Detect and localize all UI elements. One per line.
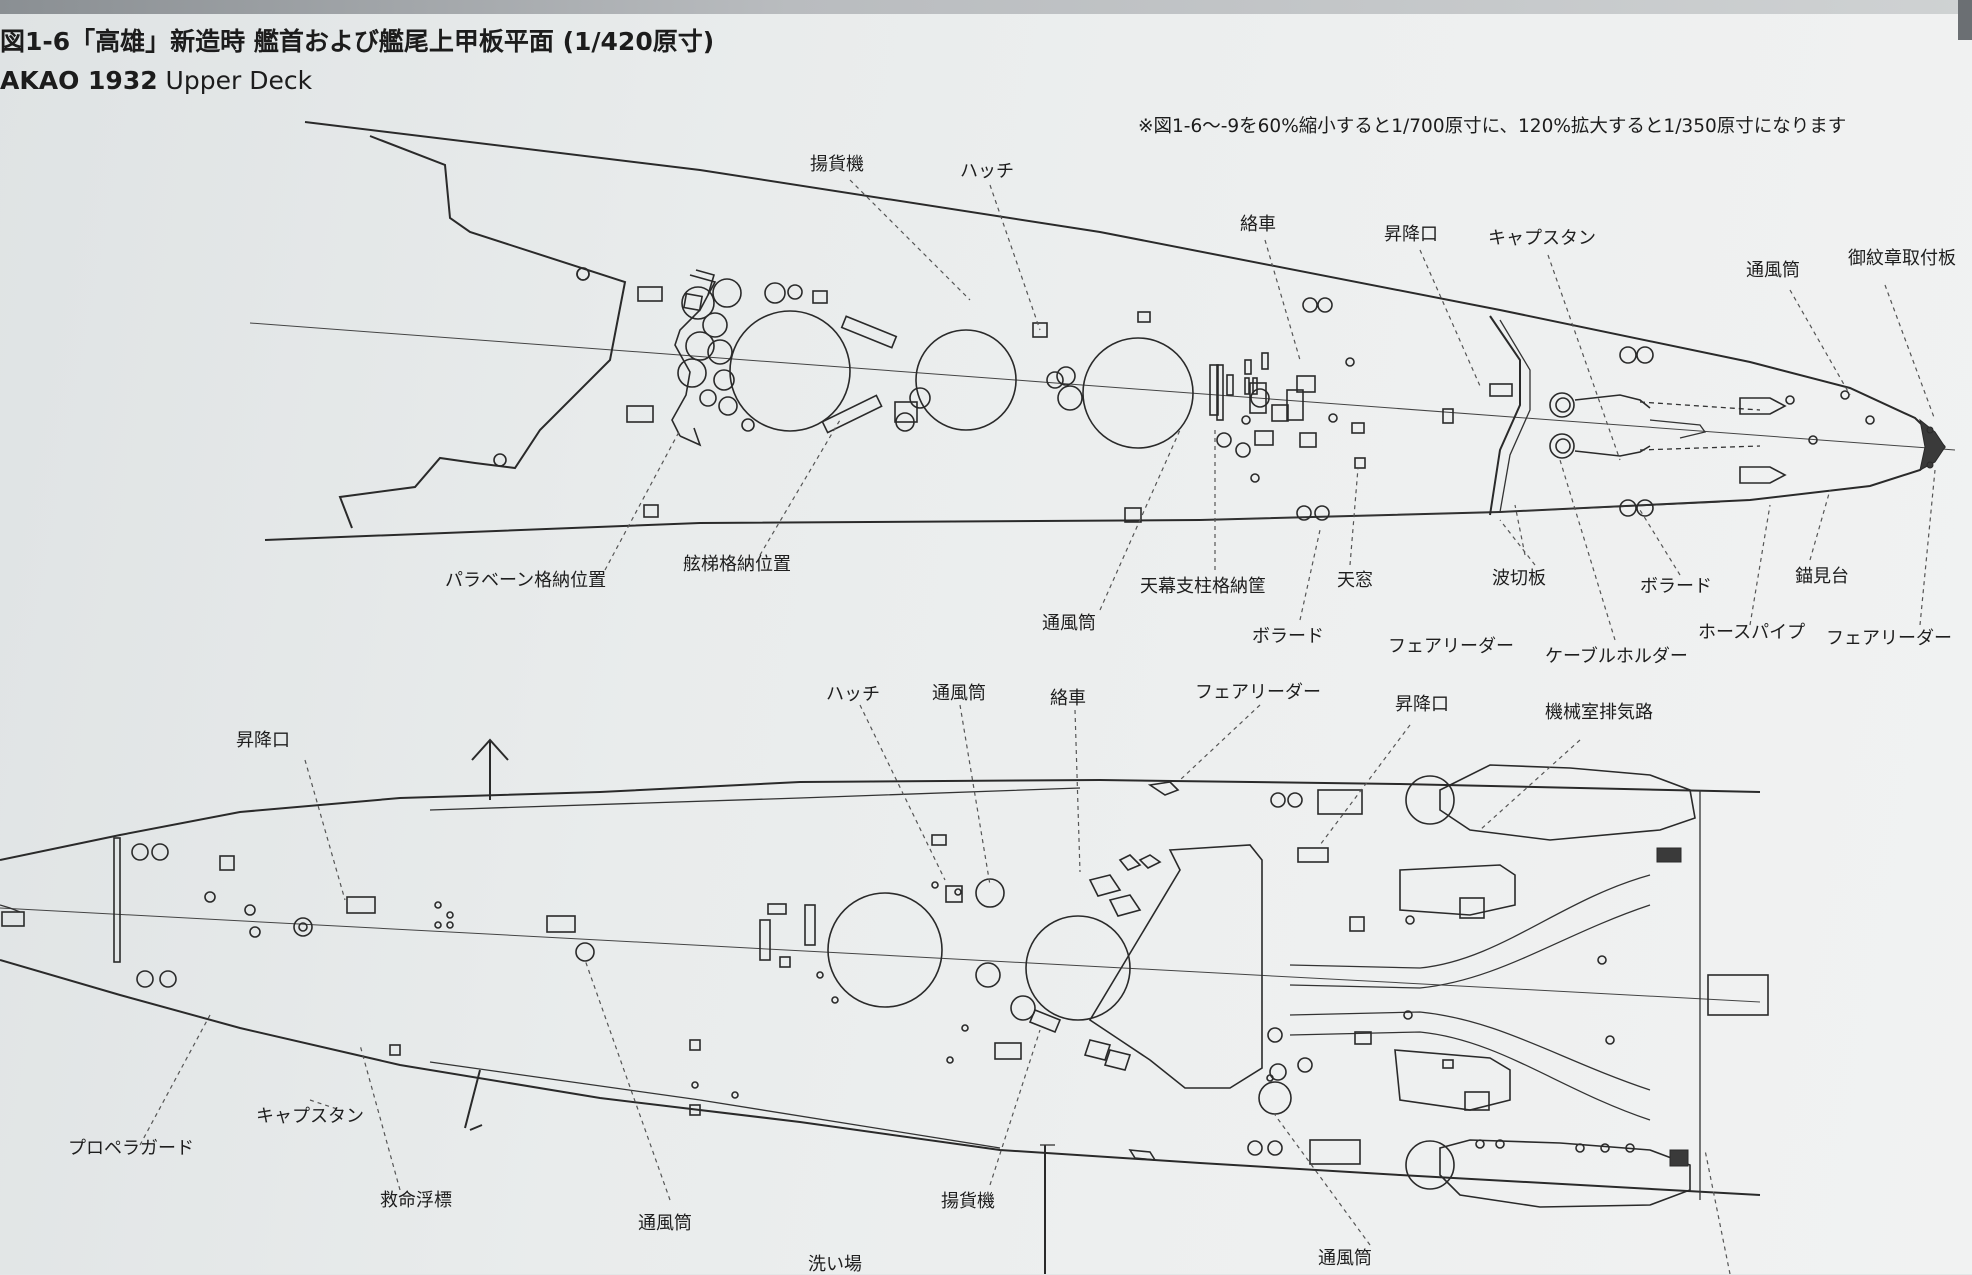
stern-mast-top xyxy=(471,738,509,800)
figure-title-en: AKAO 1932 Upper Deck xyxy=(0,66,312,95)
figure-title-jp: 図1-6「高雄」新造時 艦首および艦尾上甲板平面 (1/420原寸) xyxy=(0,27,715,56)
scale-note: ※図1-6～-9を60%縮小すると1/700原寸に、120%拡大すると1/350… xyxy=(1138,116,1847,137)
stern-engine-exhaust-lower xyxy=(1439,1139,1691,1208)
bow-label-hawse-pipe: ホースパイプ xyxy=(1698,622,1806,643)
bow-label-capstan: キャプスタン xyxy=(1488,228,1596,249)
stern-label-reel: 絡車 xyxy=(1050,688,1086,709)
bow-small-fittings xyxy=(493,267,1875,521)
top-shadow-strip xyxy=(0,0,1972,14)
bow-label-skylight: 天窓 xyxy=(1337,570,1373,591)
page-corner-shadow xyxy=(1958,0,1972,40)
stern-label-wash-place: 洗い場 xyxy=(808,1254,862,1275)
stern-label-windlass: 揚貨機 xyxy=(941,1191,995,1212)
bow-label-fairlead-right: フェアリーダー xyxy=(1826,628,1952,649)
stern-label-companionway-left: 昇降口 xyxy=(236,730,290,751)
bow-deck-plan xyxy=(249,121,1956,641)
stern-rect-fittings xyxy=(219,789,1490,1165)
stern-label-fairlead: フェアリーダー xyxy=(1195,682,1321,703)
stern-mast-bottom xyxy=(464,1069,483,1131)
bow-label-anchor-deck: 錨見台 xyxy=(1795,566,1849,587)
bow-label-ventilator-mid: 通風筒 xyxy=(1042,613,1096,634)
bow-gun-ring-1 xyxy=(729,310,851,432)
bow-gun-ring-2 xyxy=(915,329,1017,431)
bow-paravane-gear xyxy=(671,269,717,447)
stern-label-ventilator-bottom: 通風筒 xyxy=(638,1213,692,1234)
bow-ladder-bars xyxy=(1216,364,1258,421)
bow-label-reel: 絡車 xyxy=(1240,214,1276,235)
bow-label-fairlead-mid: フェアリーダー xyxy=(1388,636,1514,657)
stern-superstructure xyxy=(1088,844,1263,1089)
stern-ladder-stairs xyxy=(1656,847,1689,1167)
stern-label-hatch: ハッチ xyxy=(826,684,880,705)
stern-label-lifebuoy: 救命浮標 xyxy=(380,1190,452,1211)
bow-leader-lines xyxy=(604,179,1936,641)
bow-gun-ring-3 xyxy=(1082,337,1194,449)
bow-rect-fittings xyxy=(626,286,1513,523)
figure-title-en-bold: AKAO 1932 xyxy=(0,66,158,95)
bow-label-bollard-right: ボラード xyxy=(1640,576,1712,597)
bow-hull-lower-edge xyxy=(264,446,1946,541)
bow-label-breakwater: 波切板 xyxy=(1492,568,1546,589)
bow-label-companionway: 昇降口 xyxy=(1384,224,1438,245)
bow-label-bollard-mid: ボラード xyxy=(1252,626,1324,647)
stern-gun-ring-1 xyxy=(827,892,943,1008)
stern-label-engine-exhaust: 機械室排気路 xyxy=(1545,702,1653,723)
bow-breakwater xyxy=(1489,315,1521,516)
stern-gun-ring-2 xyxy=(1025,915,1131,1021)
stern-hull-upper-edge xyxy=(0,778,1761,861)
figure-title-en-rest: Upper Deck xyxy=(157,66,313,95)
stern-leader-lines xyxy=(139,704,1731,1274)
bow-label-crest-plate: 御紋章取付板 xyxy=(1848,248,1956,269)
stern-hull-lower-edge xyxy=(0,959,1761,1196)
bow-label-windlass: 揚貨機 xyxy=(810,154,864,175)
stern-label-ventilator-top: 通風筒 xyxy=(932,683,986,704)
stern-deck-gear xyxy=(1028,854,1162,1071)
stern-label-capstan: キャプスタン xyxy=(256,1106,364,1127)
stern-centerline xyxy=(0,907,1761,1003)
stern-label-ventilator-bottom-right: 通風筒 xyxy=(1318,1248,1372,1269)
bow-label-ventilator-right: 通風筒 xyxy=(1746,260,1800,281)
bow-centerline xyxy=(249,322,1956,451)
bow-label-awning: 天幕支柱格納筐 xyxy=(1140,576,1266,597)
stern-small-fittings xyxy=(131,775,1635,1190)
stern-deck-plan xyxy=(0,704,1769,1274)
bow-label-ladder: 舷梯格納位置 xyxy=(683,554,791,575)
bow-stern-cut-outline xyxy=(338,135,627,529)
stern-label-companionway-right: 昇降口 xyxy=(1395,694,1449,715)
stern-label-propeller-guard: プロペラガード xyxy=(68,1138,194,1159)
bow-label-hatch: ハッチ xyxy=(960,161,1014,182)
bow-hull-upper-edge xyxy=(304,121,1946,448)
bow-label-paravane: パラベーン格納位置 xyxy=(445,570,607,591)
bow-label-cable-holder: ケーブルホルダー xyxy=(1545,646,1688,667)
stern-engine-exhaust-upper xyxy=(1439,764,1696,841)
bow-anchor-gear xyxy=(1555,394,1946,484)
